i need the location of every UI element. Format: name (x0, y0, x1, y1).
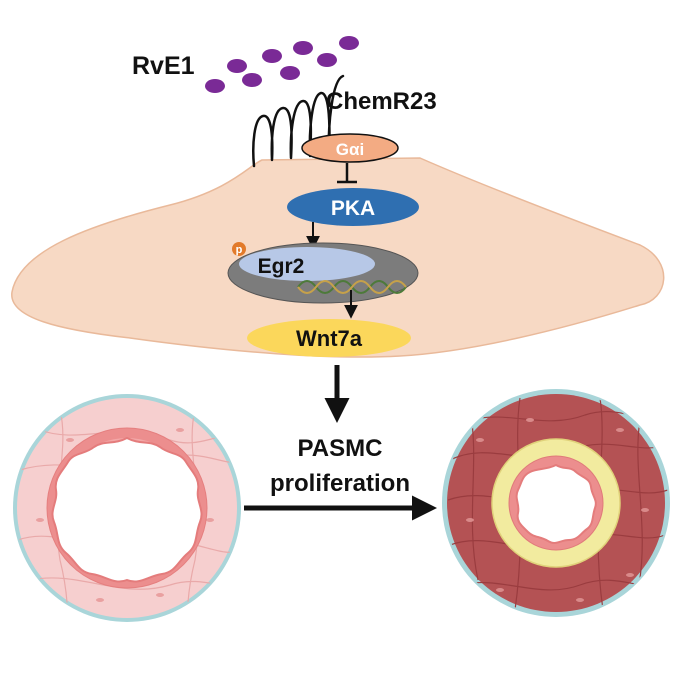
ligand-dot (205, 79, 225, 93)
pka-label: PKA (331, 197, 375, 220)
ligand-dot (280, 66, 300, 80)
ligand-dots (205, 36, 359, 93)
egr2-label: Egr2 (258, 255, 305, 278)
normal-vessel (13, 394, 241, 622)
outcome-label-line1: PASMC (298, 435, 383, 462)
ligand-label: RvE1 (132, 52, 195, 80)
ligand-dot (242, 73, 262, 87)
ligand-dot (339, 36, 359, 50)
ligand-dot (317, 53, 337, 67)
phospho-circle (232, 242, 246, 256)
receptor-label: ChemR23 (326, 88, 437, 115)
dna-helix-icon (297, 280, 407, 294)
ligand-dot (293, 41, 313, 55)
egr2-oval (239, 247, 375, 281)
phospho-label: p (236, 244, 243, 256)
receptor-7tm (252, 74, 345, 168)
wnt7a-oval (247, 319, 411, 357)
ligand-dot (262, 49, 282, 63)
inhibition-arrow-icon (337, 163, 357, 184)
remodeled-vessel (442, 389, 670, 617)
g-protein-label: Gαi (336, 140, 364, 159)
ligand-dot (227, 59, 247, 73)
wnt7a-label: Wnt7a (296, 326, 363, 351)
g-protein-oval (301, 133, 399, 163)
outcome-label-line2: proliferation (270, 470, 410, 497)
pka-oval (287, 188, 419, 226)
